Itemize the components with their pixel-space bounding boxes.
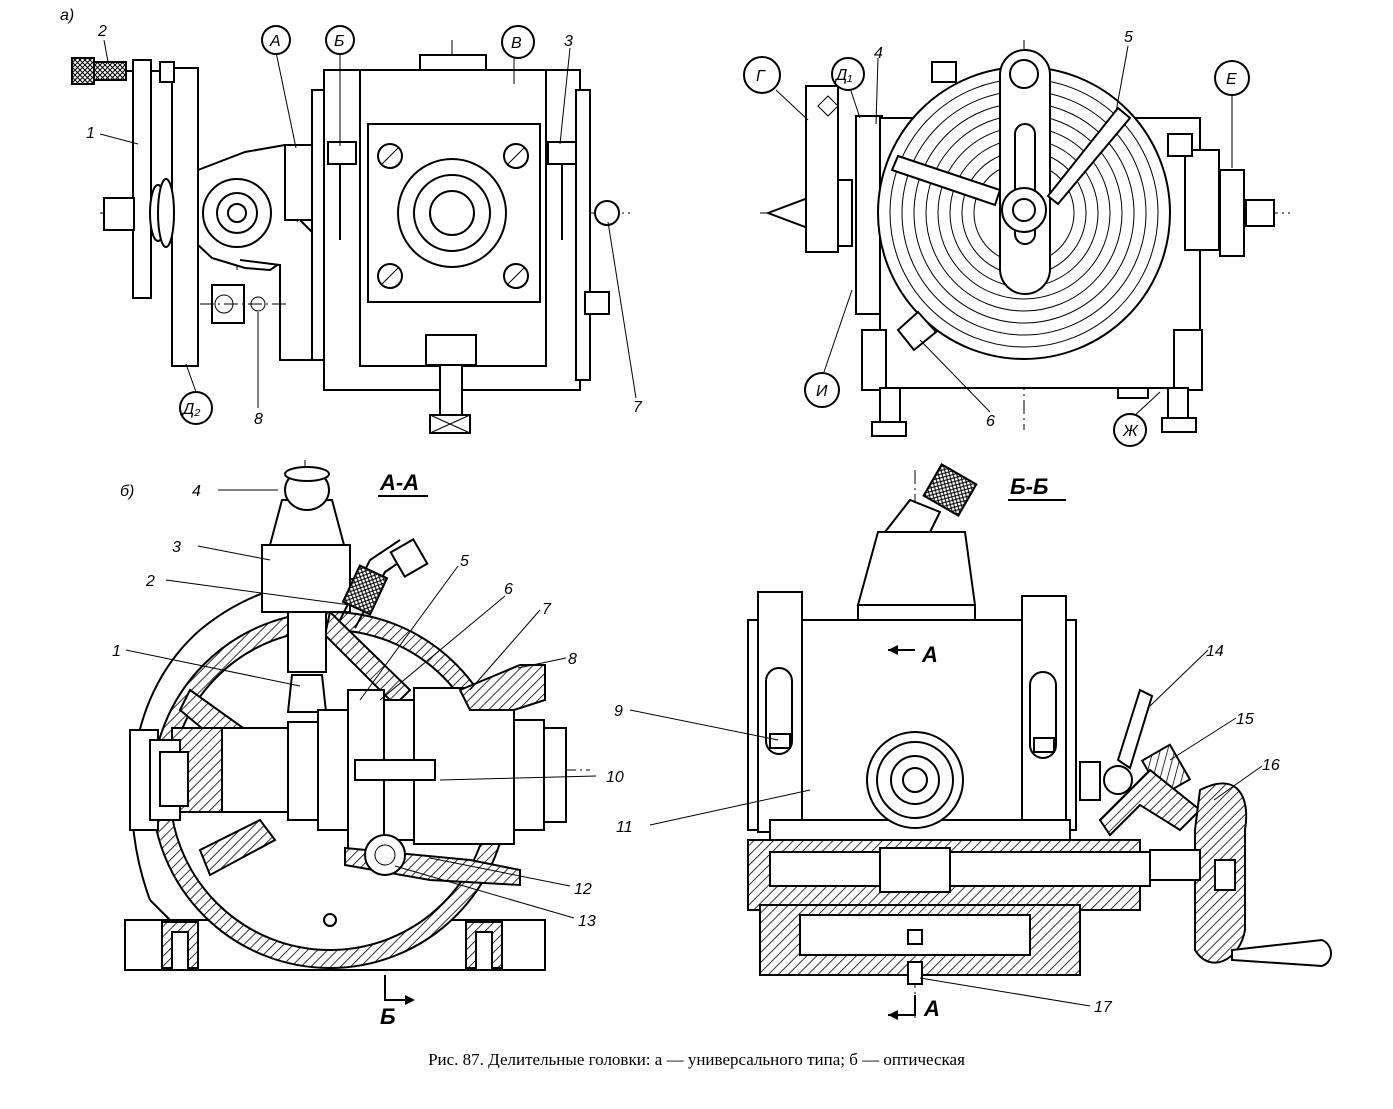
cut-mark-A-bottom: А xyxy=(923,996,940,1021)
label-D1: Д₁ xyxy=(834,67,852,84)
label-aa-6: 6 xyxy=(504,581,513,598)
label-V: В xyxy=(511,35,522,52)
part-a-label: а) xyxy=(60,7,74,24)
label-1: 1 xyxy=(86,125,95,142)
label-aa-12: 12 xyxy=(574,881,592,898)
label-bb-15: 15 xyxy=(1236,711,1254,728)
label-aa-5: 5 xyxy=(460,553,469,570)
label-A: А xyxy=(269,33,281,50)
label-bb-17: 17 xyxy=(1094,999,1113,1016)
section-bb-optical-head xyxy=(747,463,1332,1020)
label-7: 7 xyxy=(633,399,643,416)
label-aa-13: 13 xyxy=(578,913,596,930)
label-B: Б xyxy=(334,33,344,50)
section-aa-labels: б) А-А 4 3 2 1 5 6 7 8 10 12 13 Б xyxy=(112,470,624,1029)
view-a-right-labels: Г Д₁ 4 5 Е И 6 Ж xyxy=(756,29,1237,440)
label-bb-9: 9 xyxy=(614,703,623,720)
section-aa-optical-head xyxy=(124,460,590,1005)
leader-lines xyxy=(99,39,1263,1007)
label-Zh: Ж xyxy=(1122,423,1139,440)
view-a-universal-head-front xyxy=(71,40,630,434)
label-bb-14: 14 xyxy=(1206,643,1224,660)
view-a-universal-head-side xyxy=(760,40,1290,437)
section-aa-title: А-А xyxy=(379,470,419,495)
label-E: Е xyxy=(1226,71,1237,88)
cut-mark-A-top: А xyxy=(921,642,938,667)
view-a-left-labels: а) 2 1 А Б В 3 7 8 Д₂ xyxy=(60,7,643,428)
section-bb-labels: Б-Б 9 11 14 15 16 17 А А xyxy=(614,474,1280,1021)
label-G: Г xyxy=(756,68,766,85)
label-4: 4 xyxy=(874,45,883,62)
label-aa-10: 10 xyxy=(606,769,624,786)
label-aa-3: 3 xyxy=(172,539,181,556)
label-aa-4: 4 xyxy=(192,483,201,500)
label-3: 3 xyxy=(564,33,573,50)
label-2: 2 xyxy=(97,23,107,40)
label-aa-8: 8 xyxy=(568,651,577,668)
label-8: 8 xyxy=(254,411,263,428)
part-b-label: б) xyxy=(120,483,134,500)
cut-mark-B: Б xyxy=(380,1004,396,1029)
label-bb-11: 11 xyxy=(616,819,633,836)
label-aa-7: 7 xyxy=(542,601,552,618)
label-aa-2: 2 xyxy=(145,573,155,590)
label-bb-16: 16 xyxy=(1262,757,1280,774)
label-circles xyxy=(179,25,1250,447)
label-aa-1: 1 xyxy=(112,643,121,660)
label-5: 5 xyxy=(1124,29,1133,46)
section-bb-title: Б-Б xyxy=(1010,474,1048,499)
label-6: 6 xyxy=(986,413,995,430)
label-D2: Д₂ xyxy=(181,401,200,418)
label-I: И xyxy=(816,383,828,400)
figure-caption: Рис. 87. Делительные головки: а — универ… xyxy=(428,1050,965,1069)
